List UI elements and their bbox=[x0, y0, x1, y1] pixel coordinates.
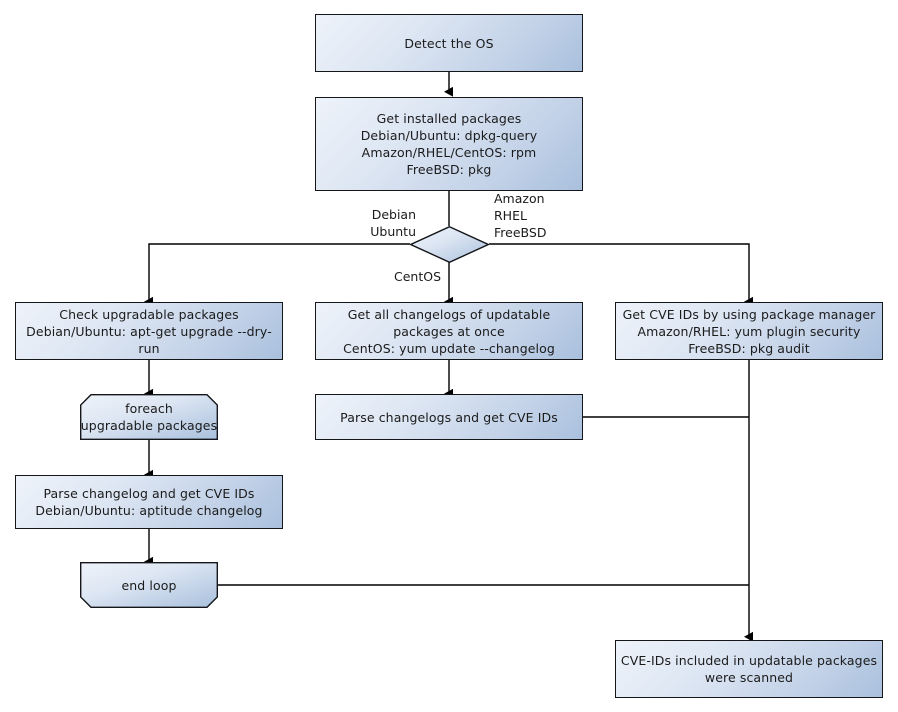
loop-start-shape-icon bbox=[80, 394, 218, 440]
node-get-cve-package-manager-label: Get CVE IDs by using package manager Ama… bbox=[622, 306, 876, 356]
node-foreach-loop-label: foreach upgradable packages bbox=[80, 401, 218, 433]
edge-label-centos: CentOS bbox=[393, 269, 441, 284]
node-check-upgradable-packages[interactable]: Check upgradable packages Debian/Ubuntu:… bbox=[15, 302, 283, 360]
node-scanned-result[interactable]: CVE-IDs included in updatable packages w… bbox=[615, 640, 883, 698]
node-end-loop[interactable]: end loop bbox=[80, 562, 218, 608]
edge-label-debian-ubuntu: Debian Ubuntu bbox=[370, 207, 416, 239]
node-get-all-changelogs[interactable]: Get all changelogs of updatable packages… bbox=[315, 302, 583, 360]
node-get-all-changelogs-label: Get all changelogs of updatable packages… bbox=[343, 306, 555, 356]
node-get-installed-packages-label: Get installed packages Debian/Ubuntu: dp… bbox=[360, 111, 538, 177]
node-parse-changelogs-multi-label: Parse changelogs and get CVE IDs bbox=[340, 409, 558, 425]
loop-end-shape-icon bbox=[80, 562, 218, 608]
node-parse-changelog-single[interactable]: Parse changelog and get CVE IDs Debian/U… bbox=[15, 475, 283, 529]
node-parse-changelog-single-label: Parse changelog and get CVE IDs Debian/U… bbox=[35, 486, 263, 518]
edge-decision-right bbox=[489, 243, 753, 307]
node-detect-os[interactable]: Detect the OS bbox=[315, 14, 583, 72]
node-get-installed-packages[interactable]: Get installed packages Debian/Ubuntu: dp… bbox=[315, 97, 583, 191]
decision-diamond-icon bbox=[410, 226, 489, 263]
edge-label-amazon-rhel-freebsd: Amazon RHEL FreeBSD bbox=[494, 191, 547, 240]
node-check-upgradable-packages-label: Check upgradable packages Debian/Ubuntu:… bbox=[26, 306, 272, 356]
node-detect-os-label: Detect the OS bbox=[404, 35, 494, 51]
node-parse-changelogs-multi[interactable]: Parse changelogs and get CVE IDs bbox=[315, 394, 583, 440]
node-scanned-result-label: CVE-IDs included in updatable packages w… bbox=[620, 653, 878, 685]
node-get-cve-package-manager[interactable]: Get CVE IDs by using package manager Ama… bbox=[615, 302, 883, 360]
node-os-decision[interactable] bbox=[410, 226, 489, 263]
node-end-loop-label: end loop bbox=[121, 577, 177, 593]
node-foreach-loop[interactable]: foreach upgradable packages bbox=[80, 394, 218, 440]
